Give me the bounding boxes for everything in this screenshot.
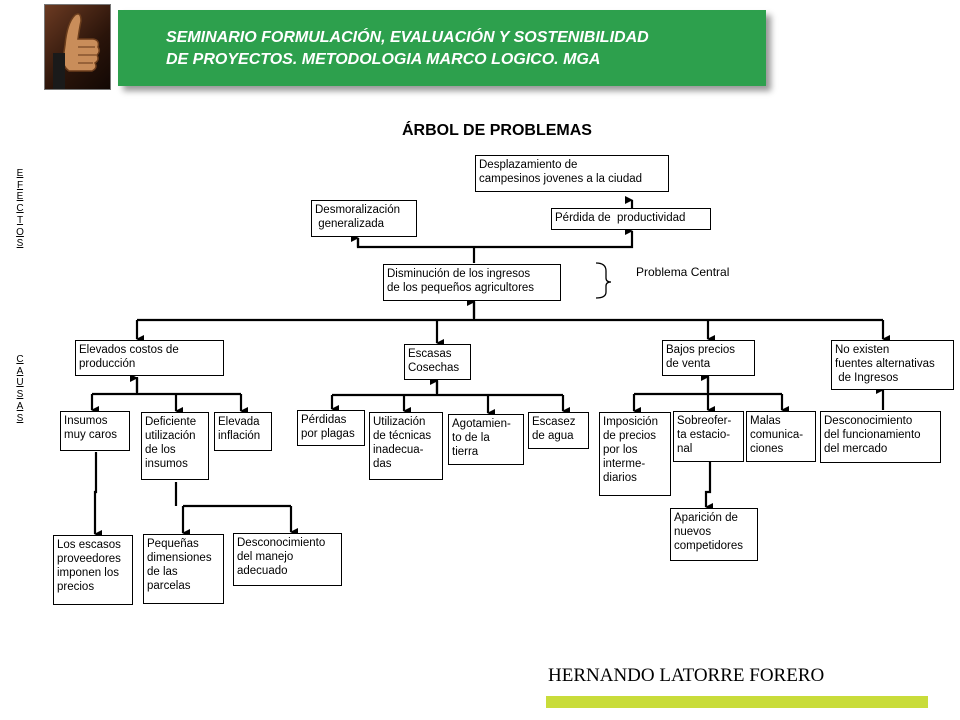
side-label-letter: C [16, 354, 24, 365]
side-label-letter: T [16, 214, 24, 226]
connector-elevados-bus [92, 377, 241, 396]
node-elevada-inflacion: Elevada inflación [214, 412, 272, 451]
node-escasez-agua: Escasez de agua [528, 412, 589, 449]
side-label-letter: A [16, 365, 24, 377]
node-malas-comunicaciones: Malas comunica- ciones [746, 411, 816, 462]
node-imposicion-precios: Imposición de precios por los interme- d… [599, 412, 671, 496]
side-label-letter: A [16, 400, 24, 412]
side-label-letter: C [16, 203, 24, 215]
node-perdida-productividad: Pérdida de productividad [551, 208, 711, 230]
node-desplazamiento: Desplazamiento de campesinos jovenes a l… [475, 155, 669, 192]
node-pequenas-parcelas: Pequeñas dimensiones de las parcelas [143, 534, 224, 604]
node-desconocimiento-mercado: Desconocimiento del funcionamiento del m… [820, 411, 941, 463]
node-desmoralizacion: Desmoralización generalizada [311, 200, 417, 237]
node-agotamiento-tierra: Agotamien- to de la tierra [448, 414, 524, 465]
side-label-letter: F [16, 179, 24, 191]
connector-sobreoferta-to-competidores [704, 462, 713, 511]
node-sobreoferta: Sobreofer- ta estacio- nal [673, 411, 744, 462]
problema-central-brace [595, 262, 612, 299]
node-nuevos-competidores: Aparición de nuevos competidores [670, 508, 758, 561]
header-banner: SEMINARIO FORMULACIÓN, EVALUACIÓN Y SOST… [118, 10, 766, 86]
header-title-line1: SEMINARIO FORMULACIÓN, EVALUACIÓN Y SOST… [166, 29, 649, 46]
footer-accent-bar [546, 696, 928, 708]
node-deficiente-utilizacion: Deficiente utilización de los insumos [141, 412, 209, 480]
problema-central-label: Problema Central [636, 265, 730, 279]
node-no-fuentes: No existen fuentes alternativas de Ingre… [831, 340, 954, 390]
node-bajos-precios: Bajos precios de venta [662, 340, 755, 376]
diagram-title: ÁRBOL DE PROBLEMAS [402, 122, 592, 139]
side-label-letter: U [16, 377, 24, 389]
author-name: HERNANDO LATORRE FORERO [548, 665, 825, 686]
side-label-letter: O [16, 226, 24, 238]
node-elevados-costos: Elevados costos de producción [75, 340, 224, 376]
thumbs-up-icon [53, 13, 101, 89]
side-label-letter: E [16, 168, 24, 179]
node-pocos-proveedores: Los escasos proveedores imponen los prec… [53, 535, 133, 605]
node-insumos-caros: Insumos muy caros [60, 411, 130, 451]
connector-causes-bus [137, 301, 883, 322]
node-escasas-cosechas: Escasas Cosechas [404, 344, 471, 380]
logo-thumbs-up [44, 4, 111, 90]
header-title-line2: DE PROYECTOS. METODOLOGIA MARCO LOGICO. … [166, 51, 601, 68]
side-label-letter: S [16, 389, 24, 401]
connector-deficiente-bus [174, 482, 291, 508]
connector-escasas-bus [332, 380, 563, 397]
node-desconocimiento-manejo: Desconocimiento del manejo adecuado [233, 533, 342, 586]
node-perdidas-plagas: Pérdidas por plagas [297, 410, 365, 446]
side-label-letter: S [16, 412, 24, 424]
connector-insumos-to-proveedores [93, 452, 102, 538]
node-problema-central: Disminución de los ingresos de los peque… [383, 264, 561, 301]
node-tecnicas-inadecuadas: Utilización de técnicas inadecua- das [369, 412, 443, 480]
side-label-letter: S [16, 238, 24, 250]
side-label-letter: E [16, 191, 24, 203]
